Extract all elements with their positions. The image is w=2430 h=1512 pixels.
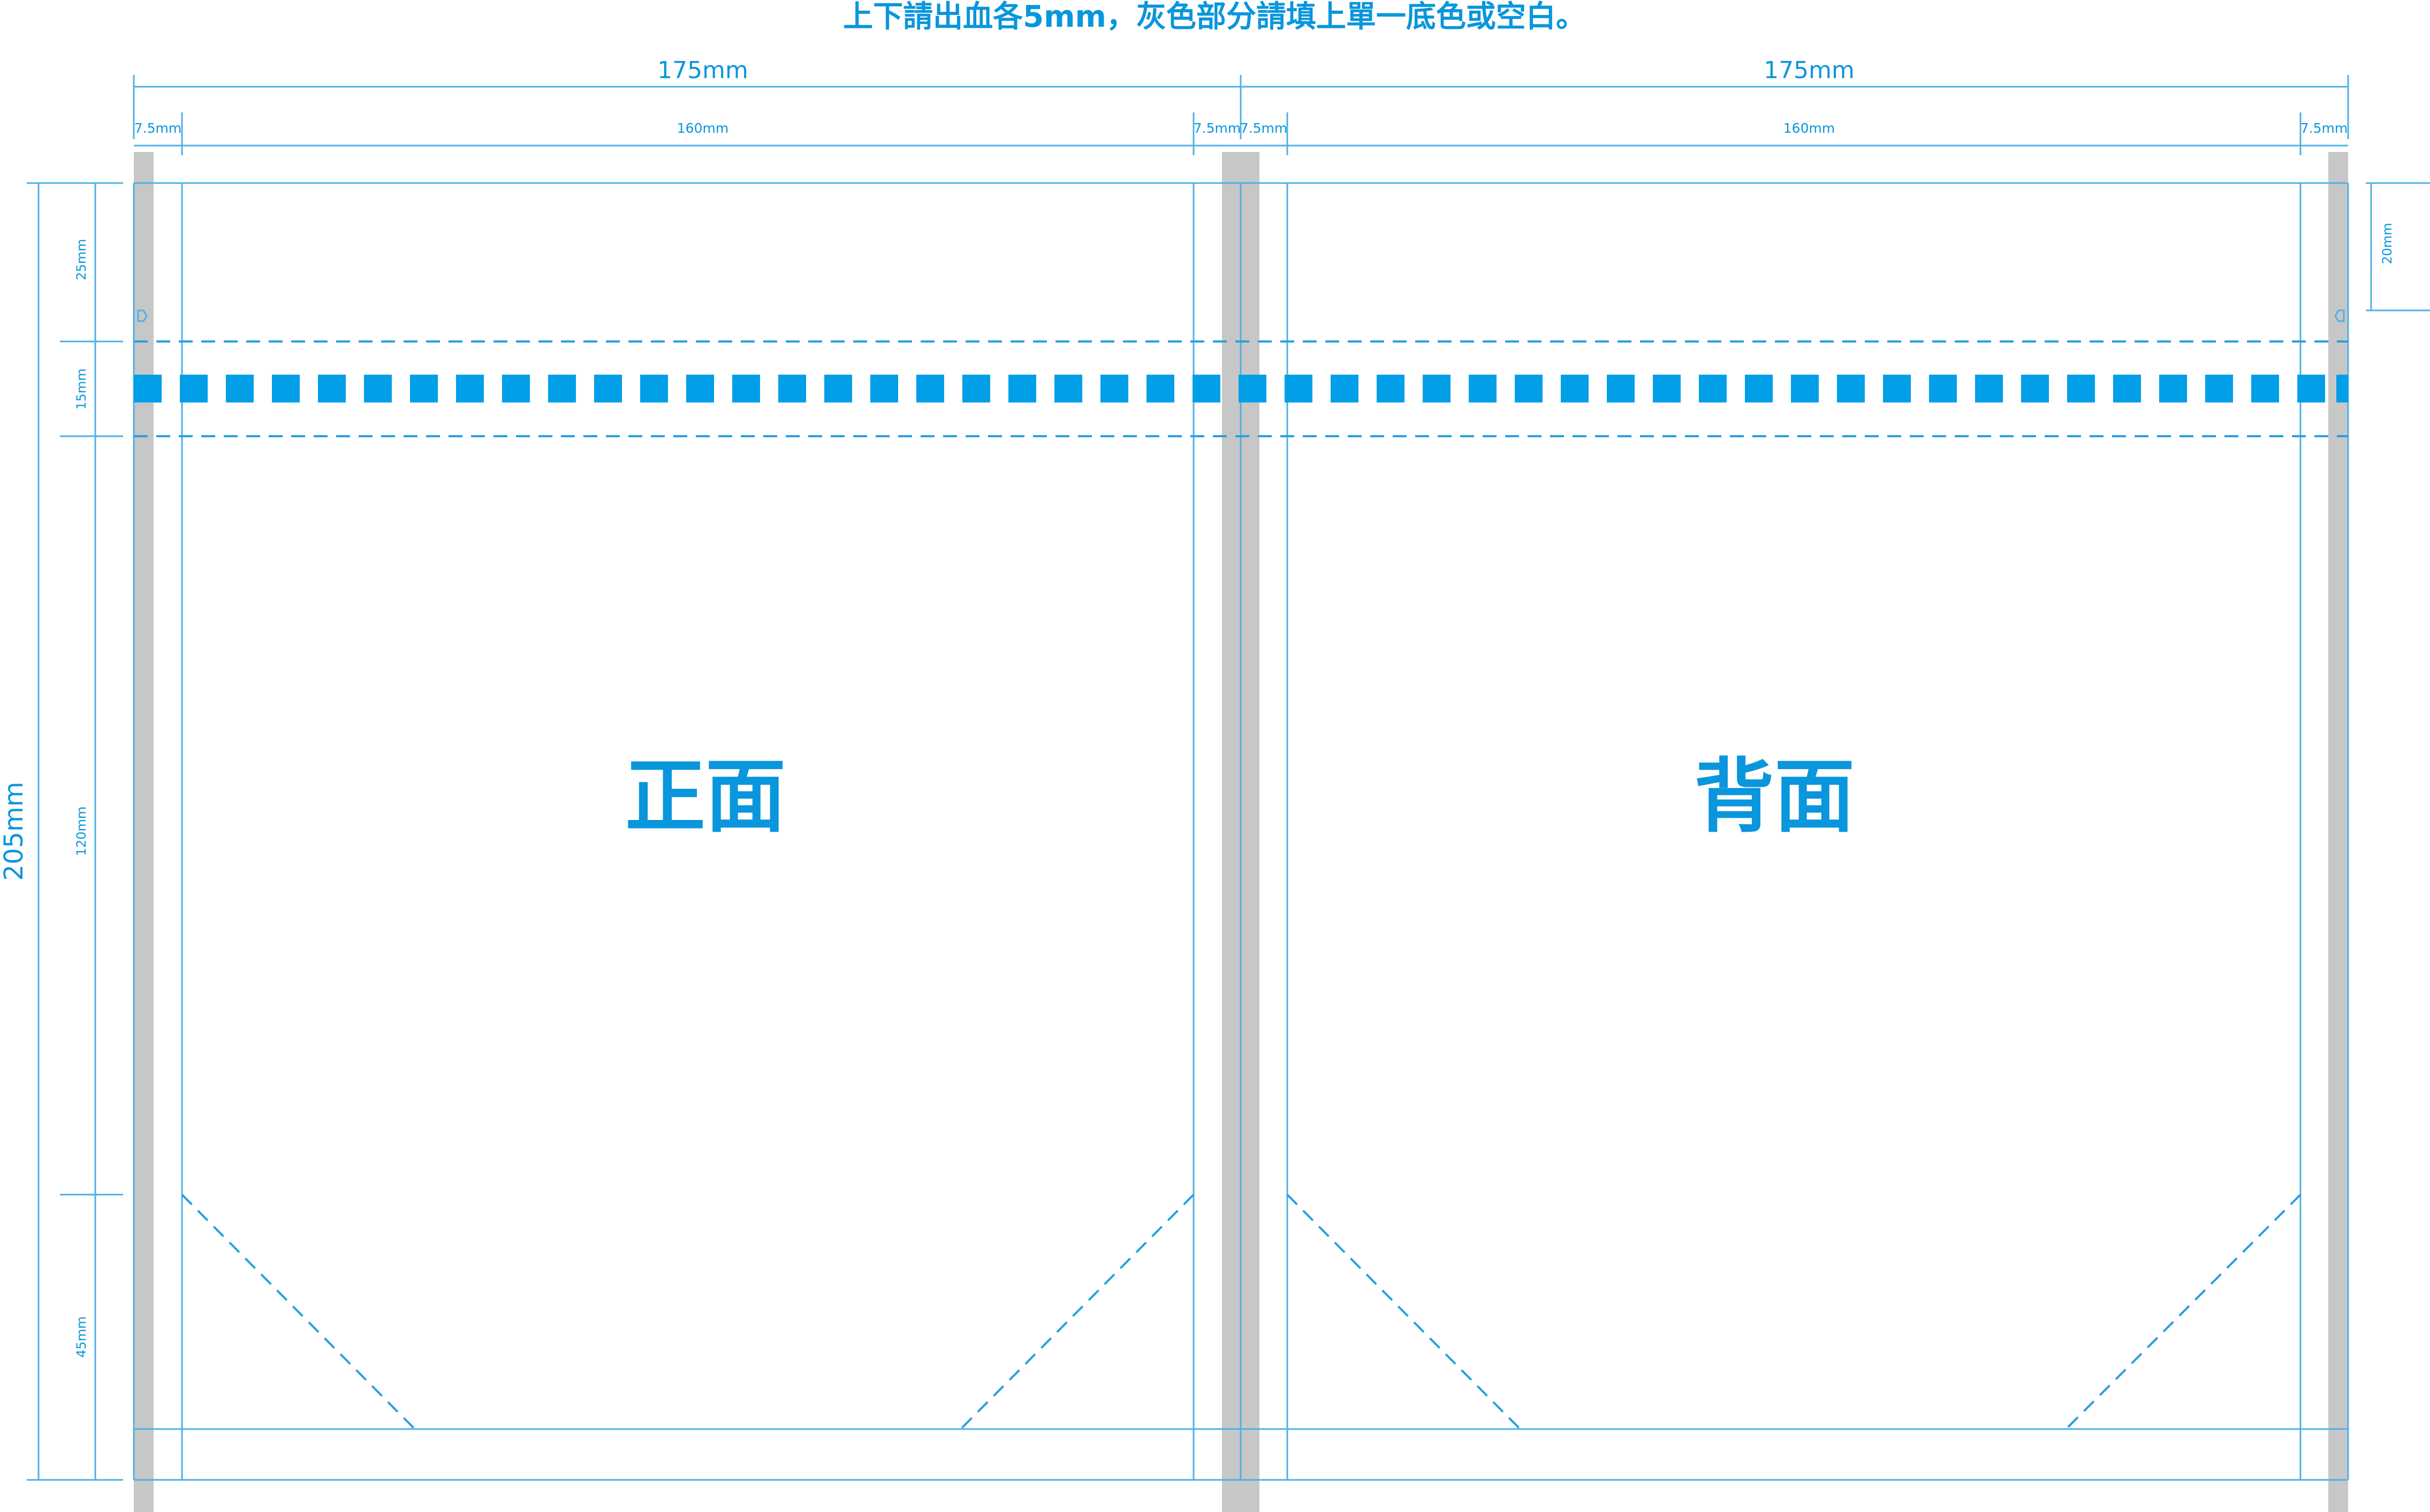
perforation-square: [1285, 375, 1312, 402]
dimension-lines-right: [2366, 182, 2430, 311]
perforation-square: [1561, 375, 1589, 402]
perforation-square: [272, 375, 300, 402]
perforation-square: [2205, 375, 2233, 402]
dim-panel-width-right: 175mm: [1764, 57, 1855, 84]
perforation-square: [1883, 375, 1911, 402]
perforation-square: [1008, 375, 1036, 402]
perforation-square: [318, 375, 346, 402]
hang-hole-left: [137, 309, 148, 322]
perforation-square: [2021, 375, 2049, 402]
perforation-square: [2251, 375, 2279, 402]
dim-margin-left-2: 7.5mm: [1240, 120, 1287, 136]
perforation-square: [1515, 375, 1543, 402]
perforation-square: [1331, 375, 1358, 402]
front-panel-label: 正面: [625, 750, 786, 844]
perforation-square: [548, 375, 576, 402]
perforation-square: [686, 375, 714, 402]
perforation-square: [640, 375, 668, 402]
perforation-square: [180, 375, 208, 402]
perforation-square: [1423, 375, 1451, 402]
dim-main-section: 120mm: [74, 807, 89, 856]
dim-content-width-left: 160mm: [677, 120, 728, 136]
perforation-square: [134, 375, 146, 402]
perforation-square: [778, 375, 806, 402]
perforation-square: [916, 375, 944, 402]
perforation-square: [364, 375, 392, 402]
dim-hang-hole-offset: 20mm: [2380, 223, 2395, 264]
perforation-square: [1699, 375, 1727, 402]
perforation-square: [824, 375, 852, 402]
perforation-square: [2113, 375, 2141, 402]
perforation-square: [1054, 375, 1082, 402]
perforation-square: [456, 375, 484, 402]
perforation-square: [1929, 375, 1957, 402]
dim-bottom-section: 45mm: [74, 1316, 89, 1357]
perforation-square: [732, 375, 760, 402]
dim-panel-width-left: 175mm: [657, 57, 748, 84]
hang-hole-right: [2334, 309, 2345, 322]
perforation-square: [1469, 375, 1497, 402]
perforation-row: [134, 375, 2348, 402]
perforation-square: [1791, 375, 1819, 402]
perforation-square: [1607, 375, 1635, 402]
perforation-square: [502, 375, 530, 402]
perforation-square: [1837, 375, 1865, 402]
perforation-square: [1100, 375, 1128, 402]
perforation-square: [1146, 375, 1174, 402]
dimension-lines-top: [133, 75, 2349, 155]
dim-tear-section: 15mm: [74, 368, 89, 409]
dim-margin-right-1: 7.5mm: [1194, 120, 1241, 136]
perforation-square: [1745, 375, 1773, 402]
bleed-strip-left: [134, 152, 154, 1512]
dim-content-width-right: 160mm: [1783, 120, 1835, 136]
perforation-square: [1193, 375, 1220, 402]
dimension-lines-left: [27, 182, 123, 1481]
dim-total-height: 205mm: [0, 781, 29, 880]
gusset-fold-lines: [181, 1194, 2302, 1430]
bleed-notice: 上下請出血各5mm，灰色部分請填上單一底色或空白。: [843, 0, 1586, 34]
dim-top-section: 25mm: [74, 239, 89, 280]
perforation-square: [410, 375, 438, 402]
perforation-square: [226, 375, 254, 402]
perforation-square: [2159, 375, 2187, 402]
perforation-square: [962, 375, 990, 402]
perforation-square: [1653, 375, 1681, 402]
perforation-square: [1377, 375, 1404, 402]
perforation-square: [870, 375, 898, 402]
perforation-square: [1975, 375, 2003, 402]
perforation-square: [2336, 375, 2348, 402]
perforation-square: [2297, 375, 2325, 402]
dim-margin-right-2: 7.5mm: [2300, 120, 2348, 136]
bleed-strip-right: [2328, 152, 2348, 1512]
dim-margin-left-1: 7.5mm: [134, 120, 181, 136]
back-panel-label: 背面: [1694, 750, 1855, 844]
perforation-square: [2067, 375, 2095, 402]
perforation-square: [1239, 375, 1266, 402]
perforation-square: [594, 375, 622, 402]
